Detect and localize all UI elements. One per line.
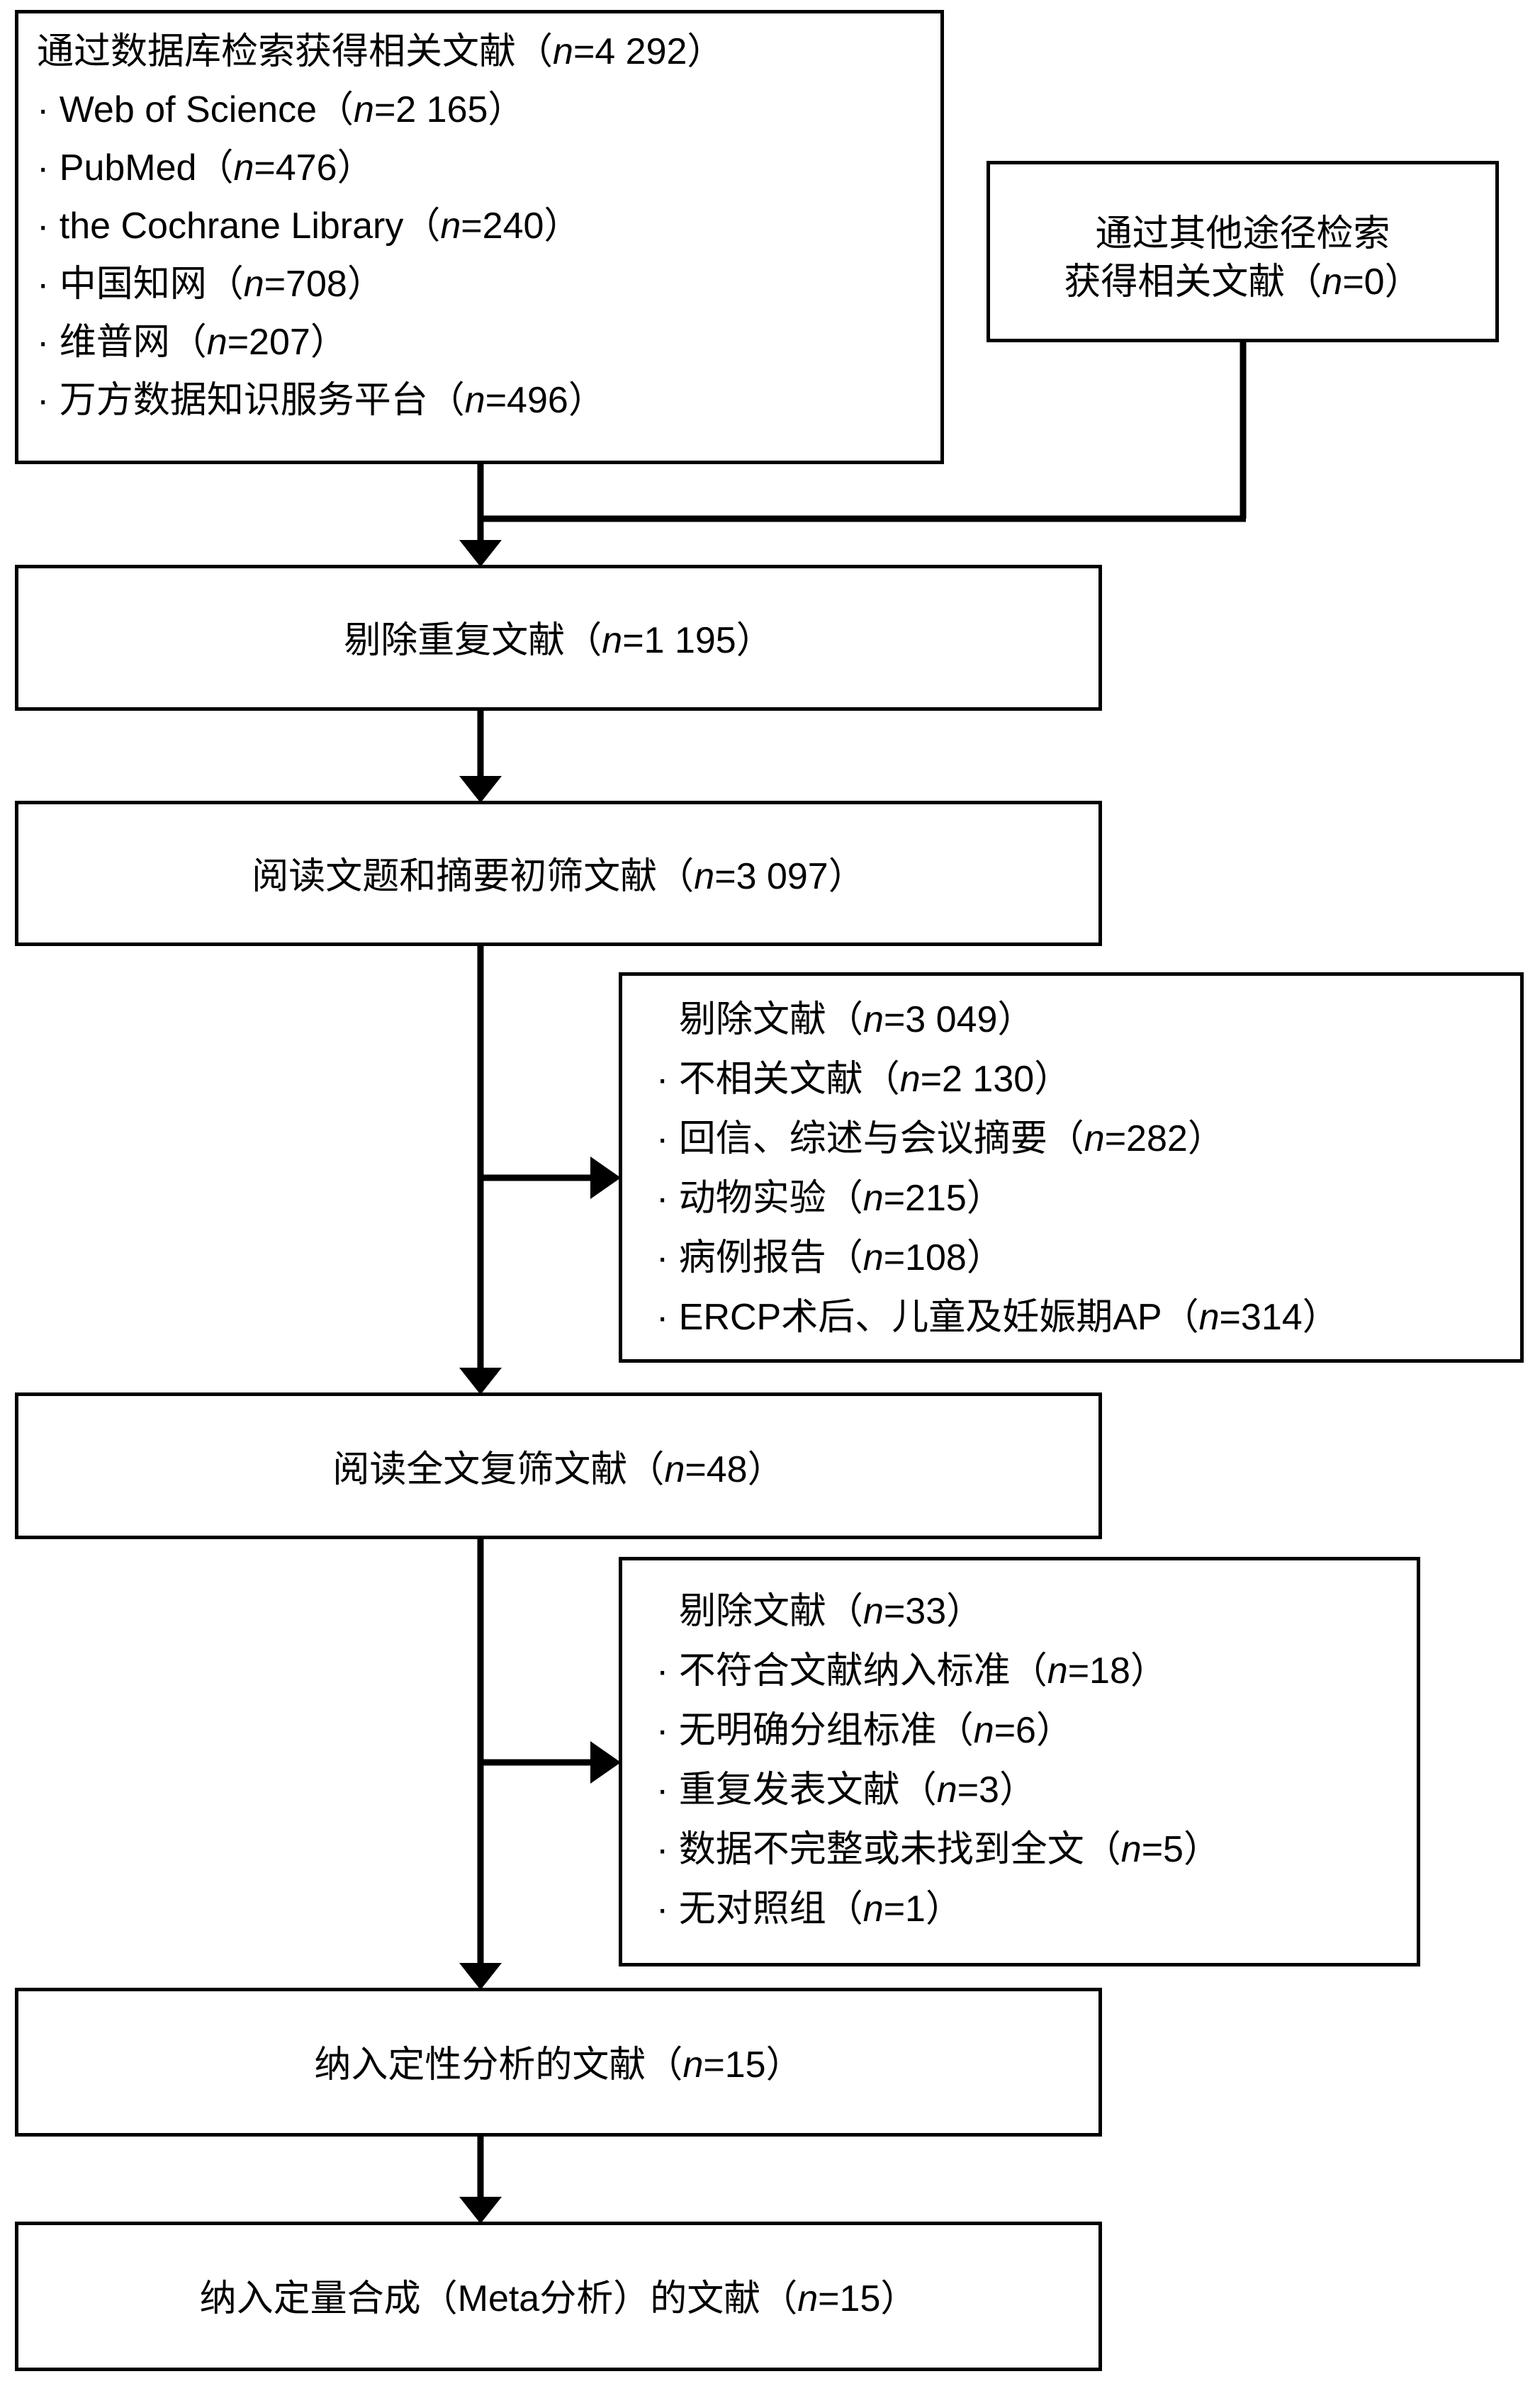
node-identification-database: 通过数据库检索获得相关文献（n=4 292） · Web of Science（… [15,10,944,464]
identification-other-line2: 获得相关文献（n=0） [1064,261,1422,303]
node-included-quantitative: 纳入定量合成（Meta分析）的文献（n=15） [15,2222,1102,2371]
identification-database-item: · 维普网（n=207） [37,322,347,363]
excluded-screening-item: · 不相关文献（n=2 130） [656,1059,1072,1100]
excluded-fulltext-item: · 无对照组（n=1） [656,1889,962,1930]
identification-database-content: 通过数据库检索获得相关文献（n=4 292） · Web of Science（… [37,33,933,419]
included-quantitative-label: 纳入定量合成（Meta分析）的文献（n=15） [199,2278,918,2319]
node-excluded-fulltext: 剔除文献（n=33） · 不符合文献纳入标准（n=18） · 无明确分组标准（n… [619,1557,1420,1966]
node-included-qualitative: 纳入定性分析的文献（n=15） [15,1988,1102,2137]
node-screened-title-abstract: 阅读文题和摘要初筛文献（n=3 097） [15,801,1102,946]
identification-database-item: · Web of Science（n=2 165） [37,89,525,130]
arrowhead-to-qualitative [459,1963,502,1990]
excluded-fulltext-item: · 不符合文献纳入标准（n=18） [656,1650,1167,1692]
excluded-screening-content: 剔除文献（n=3 049） · 不相关文献（n=2 130） · 回信、综述与会… [656,1001,1513,1336]
excluded-screening-item: · 动物实验（n=215） [656,1178,1004,1219]
identification-database-item: · 万方数据知识服务平台（n=496） [37,380,605,421]
identification-database-item: · PubMed（n=476） [37,147,374,188]
excluded-fulltext-item: · 重复发表文献（n=3） [656,1769,1036,1811]
duplicates-removed-label: 剔除重复文献（n=1 195） [344,620,773,661]
node-fulltext-assessed: 阅读全文复筛文献（n=48） [15,1392,1102,1539]
fulltext-assessed-label: 阅读全文复筛文献（n=48） [332,1449,785,1490]
excluded-screening-title: 剔除文献（n=3 049） [679,999,1035,1040]
node-identification-other-sources: 通过其他途径检索 获得相关文献（n=0） [987,161,1499,342]
screened-title-abstract-label: 阅读文题和摘要初筛文献（n=3 097） [252,856,865,897]
identification-database-title: 通过数据库检索获得相关文献（n=4 292） [37,31,724,72]
identification-database-item: · 中国知网（n=708） [37,264,384,305]
arrowhead-to-duplicates [459,540,502,567]
node-excluded-screening: 剔除文献（n=3 049） · 不相关文献（n=2 130） · 回信、综述与会… [619,972,1524,1363]
included-qualitative-label: 纳入定性分析的文献（n=15） [314,2044,803,2086]
arrowhead-to-screened [459,776,502,803]
arrowhead-to-quantitative [459,2197,502,2224]
excluded-screening-item: · ERCP术后、儿童及妊娠期AP（n=314） [656,1297,1339,1338]
excluded-screening-item: · 病例报告（n=108） [656,1237,1004,1278]
excluded-screening-item: · 回信、综述与会议摘要（n=282） [656,1118,1225,1159]
node-duplicates-removed: 剔除重复文献（n=1 195） [15,565,1102,711]
excluded-fulltext-content: 剔除文献（n=33） · 不符合文献纳入标准（n=18） · 无明确分组标准（n… [656,1593,1410,1928]
excluded-fulltext-item: · 数据不完整或未找到全文（n=5） [656,1829,1220,1870]
arrowhead-to-excluded-fulltext [590,1741,621,1784]
excluded-fulltext-item: · 无明确分组标准（n=6） [656,1710,1073,1751]
excluded-fulltext-title: 剔除文献（n=33） [679,1591,984,1632]
identification-database-item: · the Cochrane Library（n=240） [37,206,581,247]
arrowhead-to-fulltext [459,1368,502,1395]
identification-other-line1: 通过其他途径检索 [1095,213,1390,254]
arrowhead-to-excluded-screening [590,1157,621,1199]
